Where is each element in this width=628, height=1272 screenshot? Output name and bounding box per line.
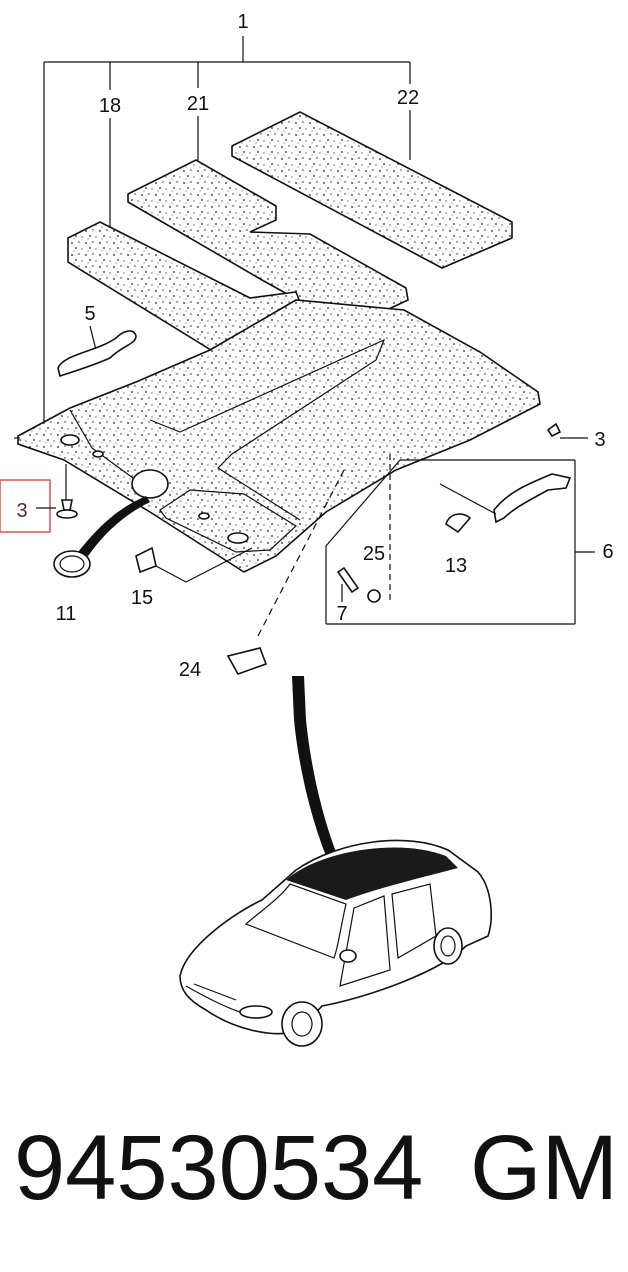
callout-3-right: 3	[594, 429, 605, 451]
highlight-box	[0, 479, 51, 533]
clip-3-right	[546, 422, 562, 438]
callout-13: 13	[445, 555, 467, 577]
part-number: 94530534	[14, 1117, 424, 1219]
bolt-7	[336, 566, 360, 594]
dome-lens-11	[53, 550, 91, 578]
car-illustration	[179, 839, 492, 1047]
callout-3-left: 3	[16, 500, 27, 522]
callout-5: 5	[84, 303, 95, 325]
cap-13	[445, 513, 472, 534]
assembly-6-box	[325, 459, 576, 625]
callout-1-bracket	[43, 36, 411, 428]
callout-21: 21	[187, 93, 209, 115]
callout-6: 6	[602, 541, 613, 563]
clip-3-left	[56, 499, 78, 519]
clip-15	[135, 546, 157, 574]
lamp-hole-left	[60, 434, 80, 446]
clip-hole-right	[198, 512, 210, 520]
callout-11: 11	[56, 603, 77, 625]
callout-18: 18	[99, 95, 121, 117]
manufacturer-label: GM	[470, 1117, 619, 1219]
sound-pad-21	[127, 159, 409, 329]
assist-handle-5	[57, 330, 137, 378]
callout-22: 22	[397, 87, 419, 109]
clip-hole-left	[92, 450, 104, 458]
callout-24: 24	[179, 659, 201, 681]
nut-25	[367, 589, 381, 603]
callout-1: 1	[237, 11, 248, 33]
callout-25: 25	[363, 543, 385, 565]
sunvisor-cutout	[131, 469, 169, 499]
assist-handle-6	[493, 473, 572, 524]
lens-11-arrow	[78, 496, 150, 556]
callout-15: 15	[131, 587, 153, 609]
garnish-24	[226, 647, 268, 675]
callout-7: 7	[336, 603, 347, 625]
roof-pointer-arrow	[292, 676, 336, 856]
lamp-hole-right	[227, 532, 249, 544]
